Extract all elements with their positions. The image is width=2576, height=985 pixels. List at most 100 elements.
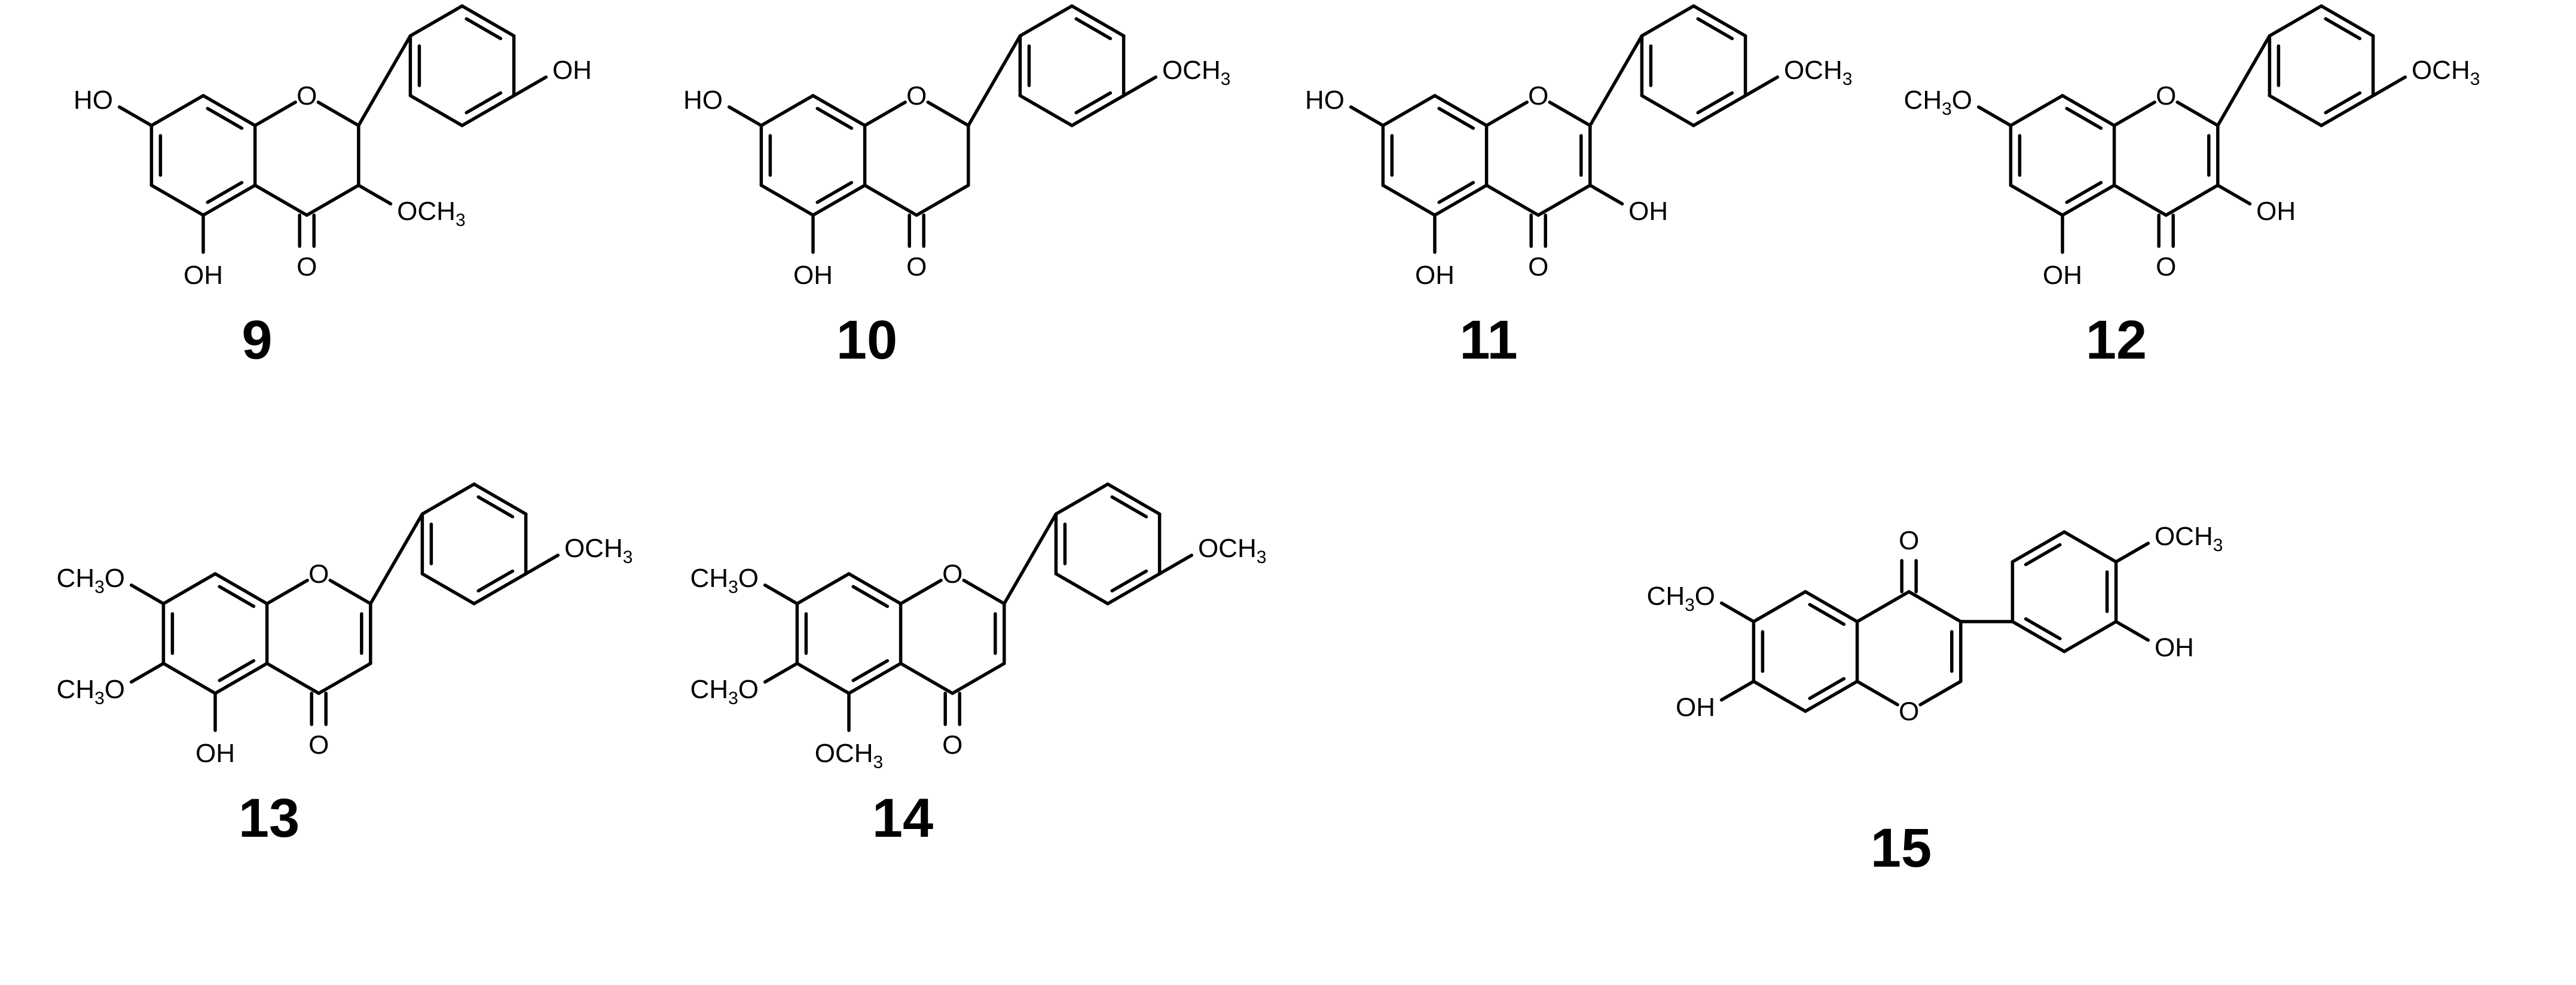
bond bbox=[847, 572, 903, 605]
bond bbox=[161, 572, 217, 605]
c7-substituent-label-bond bbox=[1976, 105, 2013, 127]
ring-b-bond bbox=[2062, 620, 2118, 653]
c5-substituent-label: OH bbox=[1415, 261, 1454, 290]
bond bbox=[2061, 183, 2116, 217]
c4prime-substituent-label-bond bbox=[1122, 75, 1158, 97]
c4prime-substituent-label: OCH3 bbox=[2155, 522, 2223, 555]
bond bbox=[2112, 183, 2168, 217]
double-bond-line bbox=[2024, 617, 2062, 641]
bond bbox=[811, 94, 867, 127]
c4prime-substituent-label: OH bbox=[552, 56, 592, 85]
ring-b-bond bbox=[1070, 94, 1126, 127]
ring-o-bond bbox=[926, 100, 970, 127]
c2-aryl-bond bbox=[357, 34, 412, 127]
c4prime-substituent-label: OCH3 bbox=[2412, 56, 2480, 89]
bond bbox=[811, 183, 867, 217]
ring-b-bond bbox=[1054, 482, 1110, 516]
c5-substituent-label: OH bbox=[195, 739, 235, 768]
ring-b-bond bbox=[2268, 4, 2323, 38]
c7-substituent-label-bond bbox=[117, 105, 154, 127]
c3-substituent-label: OCH3 bbox=[397, 197, 465, 230]
double-bond-line bbox=[206, 106, 244, 130]
ring-o-bond bbox=[962, 579, 1006, 605]
bond bbox=[759, 183, 815, 217]
ring-b-bond bbox=[1640, 94, 1695, 127]
ring-oxygen-label: O bbox=[942, 559, 962, 589]
c3prime-substituent-label-bond bbox=[2114, 620, 2150, 642]
c4prime-substituent-label: OCH3 bbox=[1784, 56, 1852, 89]
ring-o-bond bbox=[1918, 680, 1963, 706]
ring-b-bond bbox=[420, 482, 476, 516]
c4prime-substituent-label-bond bbox=[2114, 542, 2150, 564]
carbonyl-oxygen-label: O bbox=[906, 252, 927, 282]
bond bbox=[149, 94, 205, 127]
double-bond-line bbox=[1437, 106, 1475, 130]
c6-substituent-label-bond bbox=[1719, 601, 1756, 623]
ring-b-bond bbox=[1692, 94, 1747, 127]
double-bond-line bbox=[2324, 91, 2362, 115]
c2-aryl-bond bbox=[967, 34, 1022, 127]
double-bond-line bbox=[465, 17, 503, 41]
double-bond-line bbox=[2065, 181, 2103, 204]
ring-o-bond bbox=[328, 579, 372, 605]
double-bond-line bbox=[815, 181, 854, 204]
ring-b-bond bbox=[460, 4, 516, 38]
carbonyl-oxygen-label: O bbox=[2156, 252, 2176, 282]
c3-substituent-label-bond bbox=[357, 183, 393, 206]
ring-oxygen-label: O bbox=[1899, 697, 1919, 726]
c3-substituent-label: OH bbox=[1628, 197, 1668, 226]
ring-oxygen-label: O bbox=[308, 559, 329, 589]
compound-number: 15 bbox=[1871, 818, 1932, 879]
double-bond-line bbox=[1110, 569, 1148, 593]
c7-substituent-label-bond bbox=[129, 583, 166, 605]
bond bbox=[1804, 590, 1859, 623]
bond bbox=[1907, 590, 1963, 623]
bond bbox=[1536, 183, 1592, 217]
double-bond-line bbox=[851, 659, 890, 683]
bond bbox=[899, 662, 954, 695]
ring-o-bond bbox=[265, 579, 309, 605]
c4prime-substituent-label-bond bbox=[512, 75, 548, 97]
bond bbox=[1381, 183, 1437, 217]
c3-substituent-label: OH bbox=[2256, 197, 2296, 226]
c7-substituent-label: OH bbox=[1676, 693, 1715, 722]
ring-b-bond bbox=[472, 482, 528, 516]
bond bbox=[2164, 183, 2220, 217]
double-bond-line bbox=[1808, 677, 1846, 700]
c2-aryl-bond bbox=[1588, 34, 1644, 127]
c7-substituent-label-bond bbox=[1349, 105, 1385, 127]
double-bond-line bbox=[206, 181, 244, 204]
compound-number: 10 bbox=[836, 310, 897, 371]
compound-number: 13 bbox=[239, 788, 300, 849]
bond bbox=[1804, 680, 1859, 713]
c3-substituent-label-bond bbox=[1588, 183, 1624, 206]
bond bbox=[253, 183, 308, 217]
compound-number: 11 bbox=[1459, 310, 1517, 371]
double-bond-line bbox=[2065, 106, 2103, 130]
bond bbox=[1752, 590, 1807, 623]
c6-substituent-label: CH3O bbox=[690, 675, 759, 708]
ring-o-bond bbox=[316, 100, 360, 127]
bond bbox=[863, 183, 918, 217]
c4prime-substituent-label-bond bbox=[524, 553, 560, 576]
ring-o-bond bbox=[863, 100, 907, 127]
c3-substituent-label-bond bbox=[2216, 183, 2252, 206]
c2-aryl-bond bbox=[2216, 34, 2272, 127]
bond bbox=[213, 662, 269, 695]
c6-substituent-label-bond bbox=[129, 662, 166, 684]
c7-substituent-label-bond bbox=[763, 583, 799, 605]
carbonyl-oxygen-label: O bbox=[1899, 526, 1919, 555]
c4prime-substituent-label-bond bbox=[1743, 75, 1780, 97]
double-bond-line bbox=[1808, 602, 1846, 626]
c7-substituent-label: HO bbox=[74, 85, 113, 115]
bond bbox=[161, 662, 217, 695]
bond bbox=[305, 183, 360, 217]
c5-substituent-label: OH bbox=[184, 261, 223, 290]
bond bbox=[1433, 183, 1489, 217]
c7-substituent-label-bond bbox=[727, 105, 763, 127]
ring-b-bond bbox=[408, 94, 464, 127]
